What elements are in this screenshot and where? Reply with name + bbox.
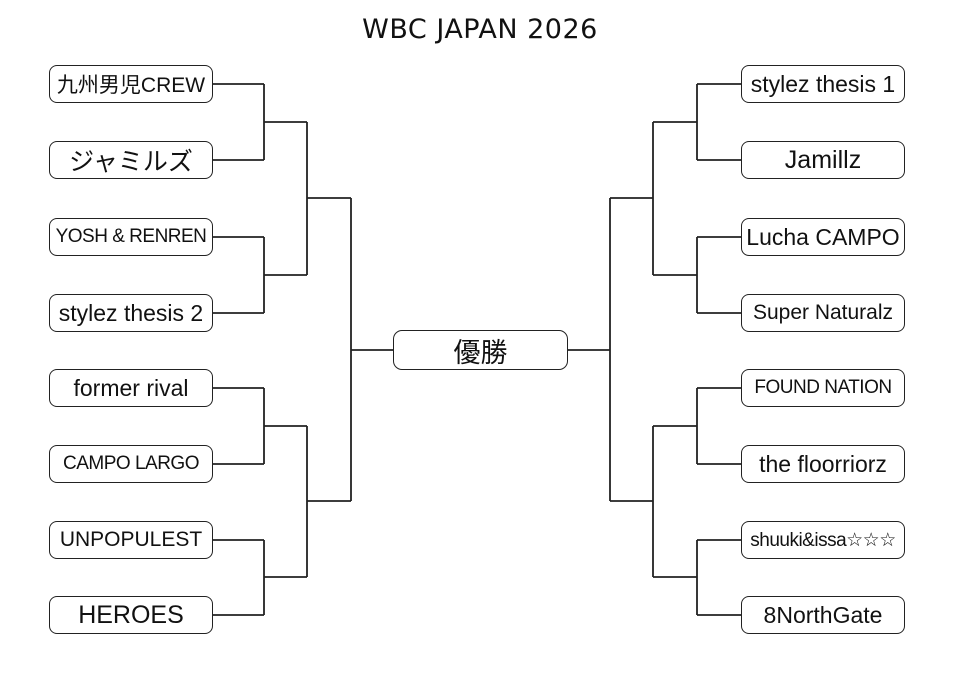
- team-right-6: the floorriorz: [741, 445, 905, 483]
- team-left-7: UNPOPULEST: [49, 521, 213, 559]
- team-left-3: YOSH & RENREN: [49, 218, 213, 256]
- team-left-8: HEROES: [49, 596, 213, 634]
- team-right-7: shuuki&issa☆☆☆: [741, 521, 905, 559]
- team-right-2: Jamillz: [741, 141, 905, 179]
- team-right-4: Super Naturalz: [741, 294, 905, 332]
- team-right-1: stylez thesis 1: [741, 65, 905, 103]
- team-left-1: 九州男児CREW: [49, 65, 213, 103]
- bracket-title: WBC JAPAN 2026: [362, 14, 598, 45]
- team-right-8: 8NorthGate: [741, 596, 905, 634]
- team-left-2: ジャミルズ: [49, 141, 213, 179]
- team-left-4: stylez thesis 2: [49, 294, 213, 332]
- team-left-5: former rival: [49, 369, 213, 407]
- team-right-5: FOUND NATION: [741, 369, 905, 407]
- final-winner-box: 優勝: [393, 330, 568, 370]
- team-right-3: Lucha CAMPO: [741, 218, 905, 256]
- team-left-6: CAMPO LARGO: [49, 445, 213, 483]
